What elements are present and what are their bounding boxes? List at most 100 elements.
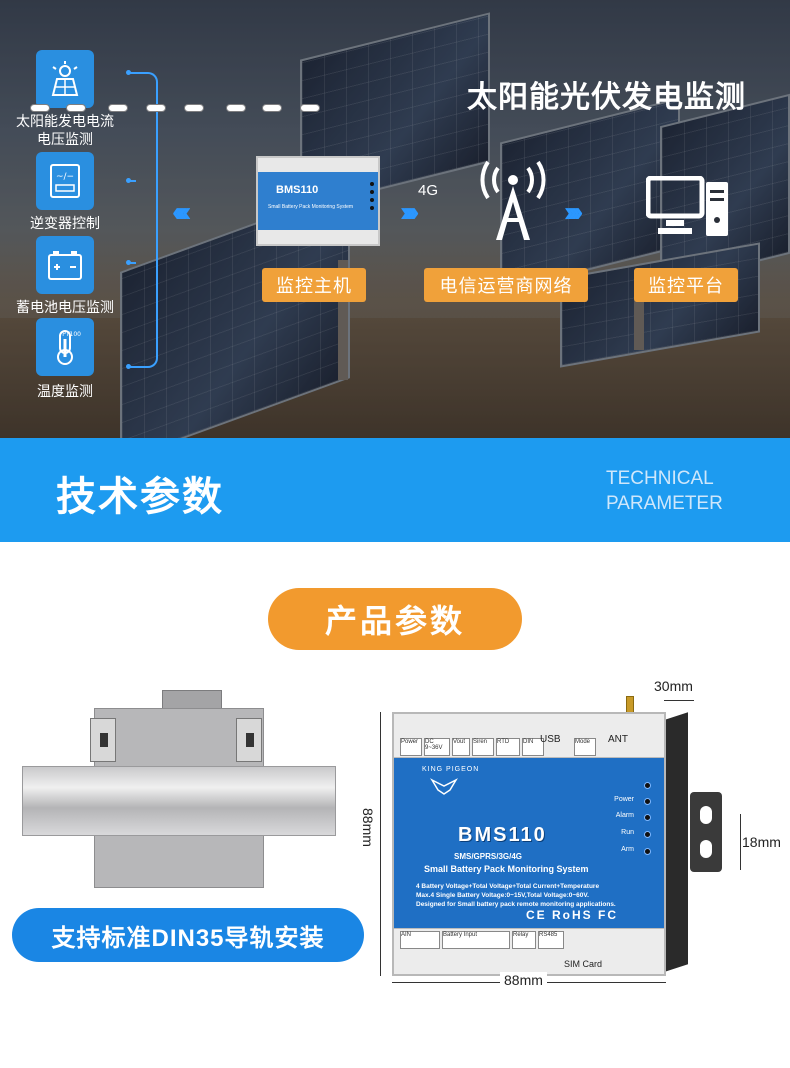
device-body: Power DC 9~36V Vout Siren RTD DIN USB Mo… [392,712,666,976]
terminal-rs485: RS485 [538,931,564,949]
device-brand: BMS110 [458,824,547,846]
dim-line-depth [664,700,694,701]
device-sub2: Small Battery Pack Monitoring System [424,864,589,874]
din-slot [146,104,166,112]
din-clip [90,718,116,762]
device-spec-line3: Designed for Small battery pack remote m… [416,901,616,908]
bracket-tick [128,180,136,182]
terminal-ain: AIN [400,931,440,949]
device-sub: SMS/GPRS/3G/4G [454,852,523,861]
device-large-image: Power DC 9~36V Vout Siren RTD DIN USB Mo… [392,712,688,976]
dim-line-mount [740,814,741,870]
led [370,198,374,202]
network-label: 4G [418,182,439,199]
terminal-rtd: RTD [496,738,520,756]
panel-pole [634,270,644,350]
led [370,190,374,194]
dim-depth: 30mm [654,678,693,694]
led-label-power: Power [614,796,634,803]
sim-card-label: SIM Card [564,959,603,969]
side-item-label-line2: 电压监测 [37,131,93,147]
din-rail [22,766,336,836]
terminal-relay: Relay [512,931,536,949]
din-slot [66,104,86,112]
flow-label-network: 电信运营商网络 [424,268,588,302]
mode-button: Mode [574,738,596,756]
hero-section: 太阳能光伏发电监测 太阳能发电电流 电压监测 ~/− 逆变器控制 [0,0,790,438]
ant-label: ANT [608,734,628,745]
device-spec-line1: 4 Battery Voltage+Total Voltage+Total Cu… [416,883,600,890]
tech-banner [0,438,790,542]
svg-text:~/−: ~/− [56,172,74,182]
bracket-dot [126,178,131,183]
signal-led [644,782,651,789]
din-plug [162,690,222,712]
inverter-icon: ~/− [36,152,94,210]
din-slot [226,104,246,112]
terminal-power: Power [400,738,422,756]
led-label-run: Run [621,829,634,836]
battery-icon [36,236,94,294]
bracket-dot [126,70,131,75]
din-slot [300,104,320,112]
device-small-bottom [258,230,378,244]
device-spec-line2: Max.4 Single Battery Voltage:0~15V,Total… [416,892,589,899]
side-item-label: 蓄电池电压监测 [16,299,114,315]
side-item-label: 逆变器控制 [30,215,100,231]
device-spec: 4 Battery Voltage+Total Voltage+Total Cu… [416,882,656,909]
chevron-right-icon: ›››› [400,196,419,227]
cell-tower-icon [468,160,558,244]
cert-marks: CE RoHS FC [526,908,618,922]
din-slot [184,104,204,112]
bracket-dot [126,260,131,265]
banner-en-line2: PARAMETER [606,493,723,514]
din-caption: 支持标准DIN35导轨安装 [12,908,364,962]
side-item-label-line1: 太阳能发电电流 [16,113,114,129]
dim-mount: 18mm [742,834,781,850]
bracket-tick [128,72,136,74]
chevron-right-icon: ›››› [564,196,583,227]
maker-label: KING PIGEON [422,766,480,773]
arm-led [644,848,651,855]
terminal-din: DIN [522,738,544,756]
hero-title: 太阳能光伏发电监测 [467,81,746,114]
din-slot [30,104,50,112]
din-rail-illustration [22,690,336,890]
chevron-left-icon: ‹‹‹‹ [172,196,191,227]
terminal-dc: DC 9~36V [424,738,450,756]
device-small-top [258,158,378,172]
eagle-logo-icon [430,776,458,796]
device-top-panel: Power DC 9~36V Vout Siren RTD DIN USB Mo… [394,714,664,758]
bracket-tick [128,366,136,368]
bracket-dot [126,364,131,369]
led-label-alarm: Alarm [615,812,634,819]
side-item-label: 温度监测 [37,383,93,399]
side-bracket [128,72,158,368]
pt100-badge: PT100 [62,331,81,338]
product-params-pill: 产品参数 [268,588,522,650]
led [370,206,374,210]
terminal-siren: Siren [472,738,494,756]
din-slot [108,104,128,112]
banner-title: 技术参数 [56,475,224,519]
bracket-tick [128,262,136,264]
thermometer-icon: PT100 [36,318,94,376]
banner-en-line1: TECHNICAL [606,468,714,489]
terminal-battery: Battery Input [442,931,510,949]
dim-width: 88mm [500,972,547,988]
led-label-arm: Arm [621,846,634,853]
din-clip [236,718,262,762]
power-led [644,798,651,805]
banner-english-title: TECHNICAL PARAMETER [606,466,723,516]
flow-label-host: 监控主机 [262,268,366,302]
din-slot [262,104,282,112]
side-item-label: 太阳能发电电流 电压监测 [0,112,130,148]
alarm-led [644,814,651,821]
run-led [644,831,651,838]
computer-icon [645,175,730,240]
led [370,182,374,186]
dim-height: 88mm [360,808,376,847]
solar-panel-icon [36,50,94,108]
dim-line-height [380,712,381,976]
device-small-brand: BMS110 [276,184,319,196]
